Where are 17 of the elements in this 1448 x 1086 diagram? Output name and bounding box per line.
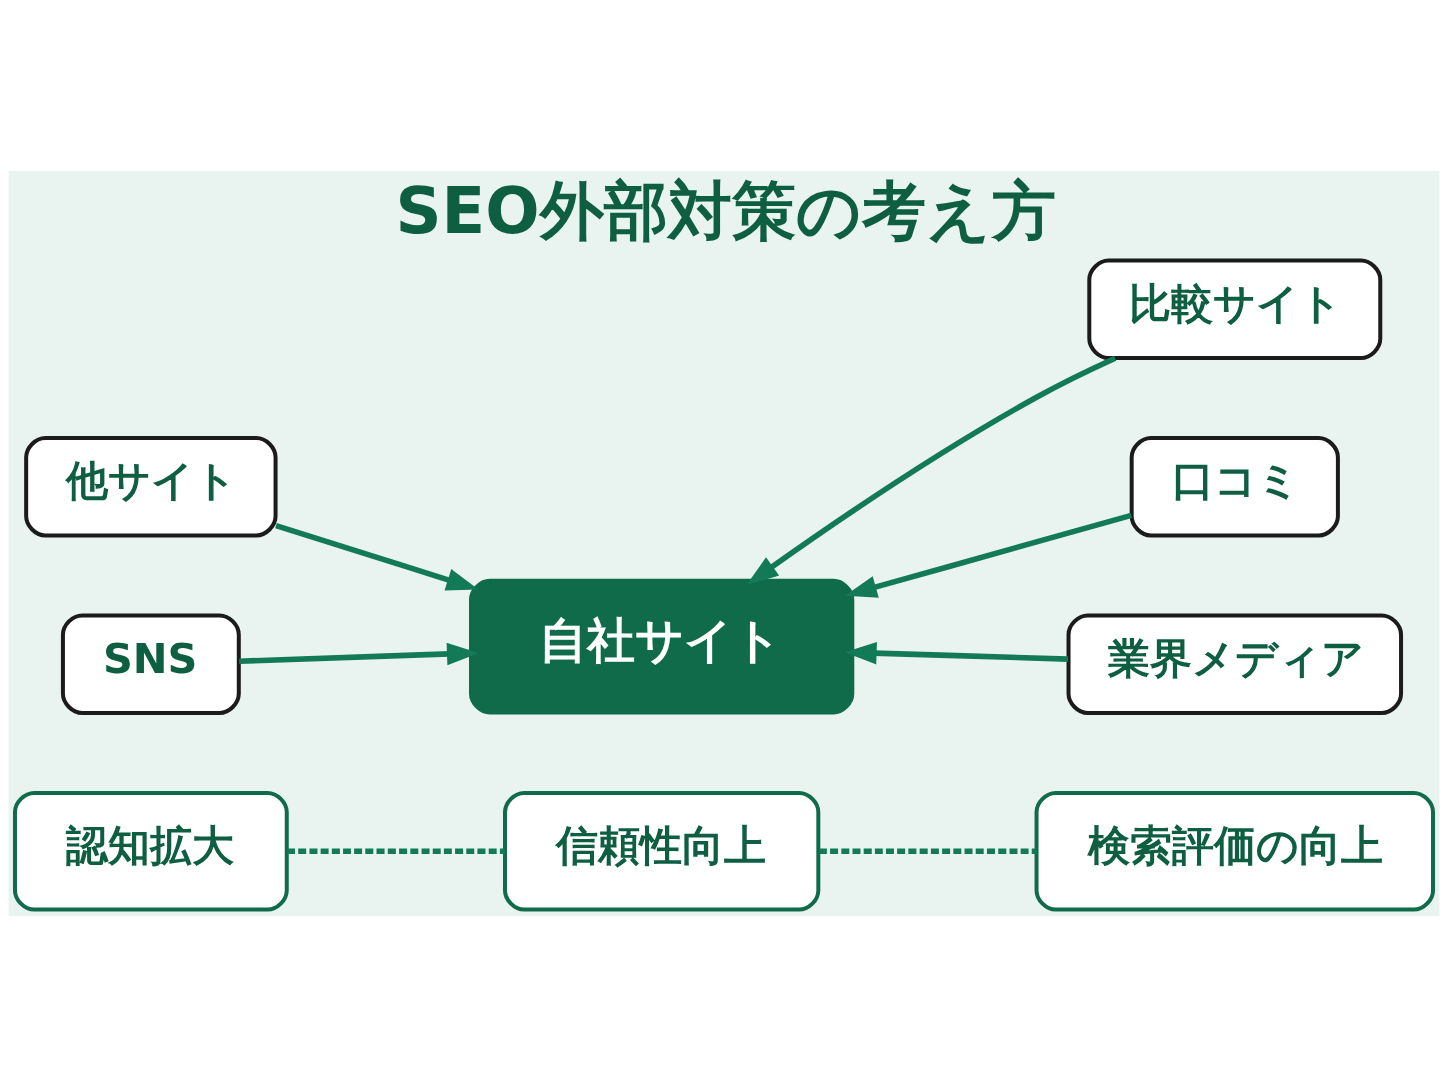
node-box: 検索評価の向上 (1034, 790, 1436, 912)
arrow (844, 641, 1069, 664)
node-box: 比較サイト (1087, 258, 1383, 360)
arrow (275, 522, 479, 590)
node-box: 他サイト (24, 435, 278, 537)
node-box: 業界メディア (1066, 612, 1404, 715)
node-box: 認知拡大 (12, 790, 289, 912)
arrow (239, 642, 479, 665)
node-box: 口コミ (1129, 435, 1340, 537)
connector (287, 847, 505, 854)
connector (819, 847, 1037, 854)
arrow (746, 355, 1117, 585)
node-box: SNS (60, 612, 241, 715)
node-box: 自社サイト (469, 578, 855, 715)
diagram-title: SEO外部対策の考え方 (395, 173, 1056, 248)
arrow (844, 512, 1133, 598)
node-box: 信頼性向上 (503, 790, 821, 912)
